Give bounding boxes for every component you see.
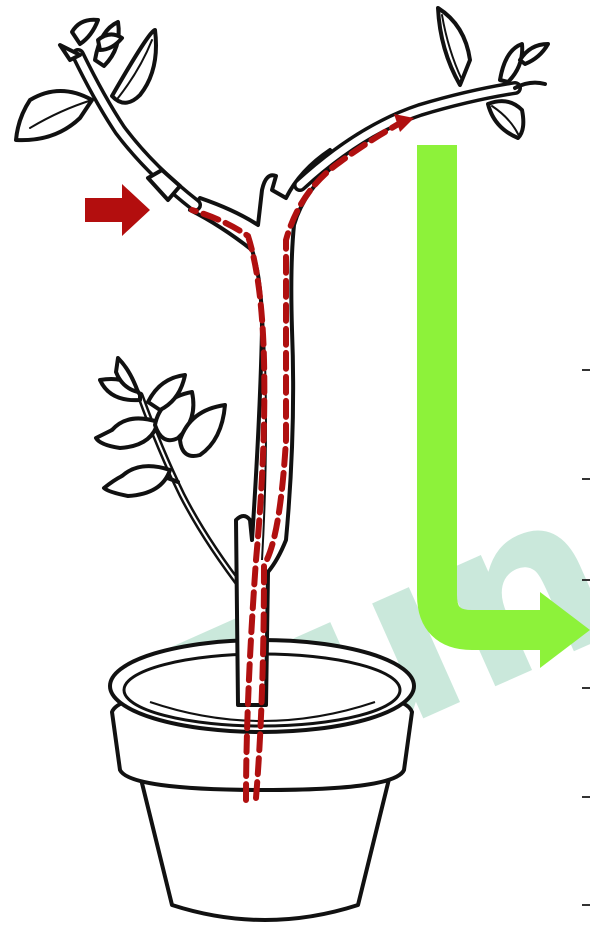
- lower-branch: [96, 358, 245, 592]
- leaf: [72, 20, 98, 44]
- leaf: [520, 44, 548, 64]
- leaf: [500, 44, 522, 82]
- leaf: [104, 466, 170, 496]
- red-pointer-arrow: [85, 184, 150, 236]
- leaf: [98, 34, 122, 50]
- leaf: [96, 418, 158, 448]
- upper-left-branch: [16, 20, 195, 205]
